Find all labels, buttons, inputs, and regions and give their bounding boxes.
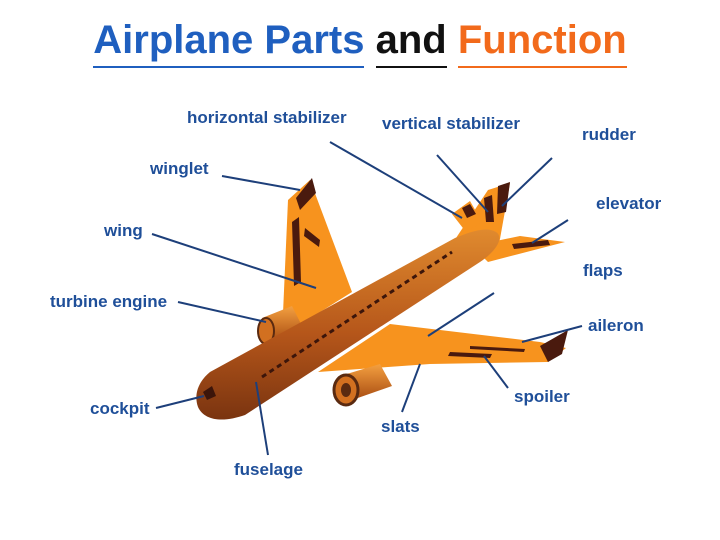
leader-aileron <box>521 325 583 343</box>
label-winglet: winglet <box>149 159 209 178</box>
leader-slats <box>401 363 421 413</box>
title-part-function: Function <box>457 16 627 68</box>
leader-vertical-stabilizer <box>436 154 489 213</box>
label-aileron: aileron <box>588 316 644 335</box>
label-slats: slats <box>381 417 420 436</box>
label-spoiler: spoiler <box>514 387 570 406</box>
label-horizontal-stabilizer: horizontal stabilizer <box>187 108 347 127</box>
label-wing: wing <box>103 221 143 240</box>
leader-elevator <box>531 219 569 244</box>
left-winglet <box>296 178 316 210</box>
leader-fuselage <box>255 381 269 456</box>
leader-turbine-engine <box>177 301 267 323</box>
right-wing <box>318 324 568 372</box>
label-vertical-stabilizer: vertical stabilizer <box>382 114 520 133</box>
cockpit-window <box>203 386 216 400</box>
part-labels: horizontal stabilizer vertical stabilize… <box>50 108 662 479</box>
label-rudder: rudder <box>582 125 636 144</box>
title-part-airplane-parts: Airplane Parts <box>93 16 365 68</box>
label-turbine-engine: turbine engine <box>50 292 167 311</box>
leader-lines <box>151 141 583 456</box>
leader-flaps <box>427 292 495 337</box>
leader-wing <box>151 233 317 289</box>
label-cockpit: cockpit <box>90 399 150 418</box>
label-flaps: flaps <box>583 261 623 280</box>
left-wing <box>282 178 352 336</box>
leader-winglet <box>221 175 301 191</box>
left-turbine-engine <box>257 306 302 345</box>
title-part-and: and <box>375 16 447 68</box>
leader-rudder <box>501 157 553 207</box>
label-elevator: elevator <box>596 194 662 213</box>
right-turbine-engine <box>332 364 392 407</box>
diagram-title: Airplane Parts and Function <box>0 16 720 68</box>
leader-cockpit <box>155 395 205 409</box>
window-row <box>261 250 453 379</box>
leader-spoiler <box>483 355 509 389</box>
right-winglet <box>540 330 568 362</box>
leader-horizontal-stabilizer <box>329 141 463 219</box>
fuselage-body <box>196 229 500 420</box>
spoiler-shape <box>448 352 492 358</box>
label-fuselage: fuselage <box>234 460 303 479</box>
rudder-shape <box>484 195 494 222</box>
